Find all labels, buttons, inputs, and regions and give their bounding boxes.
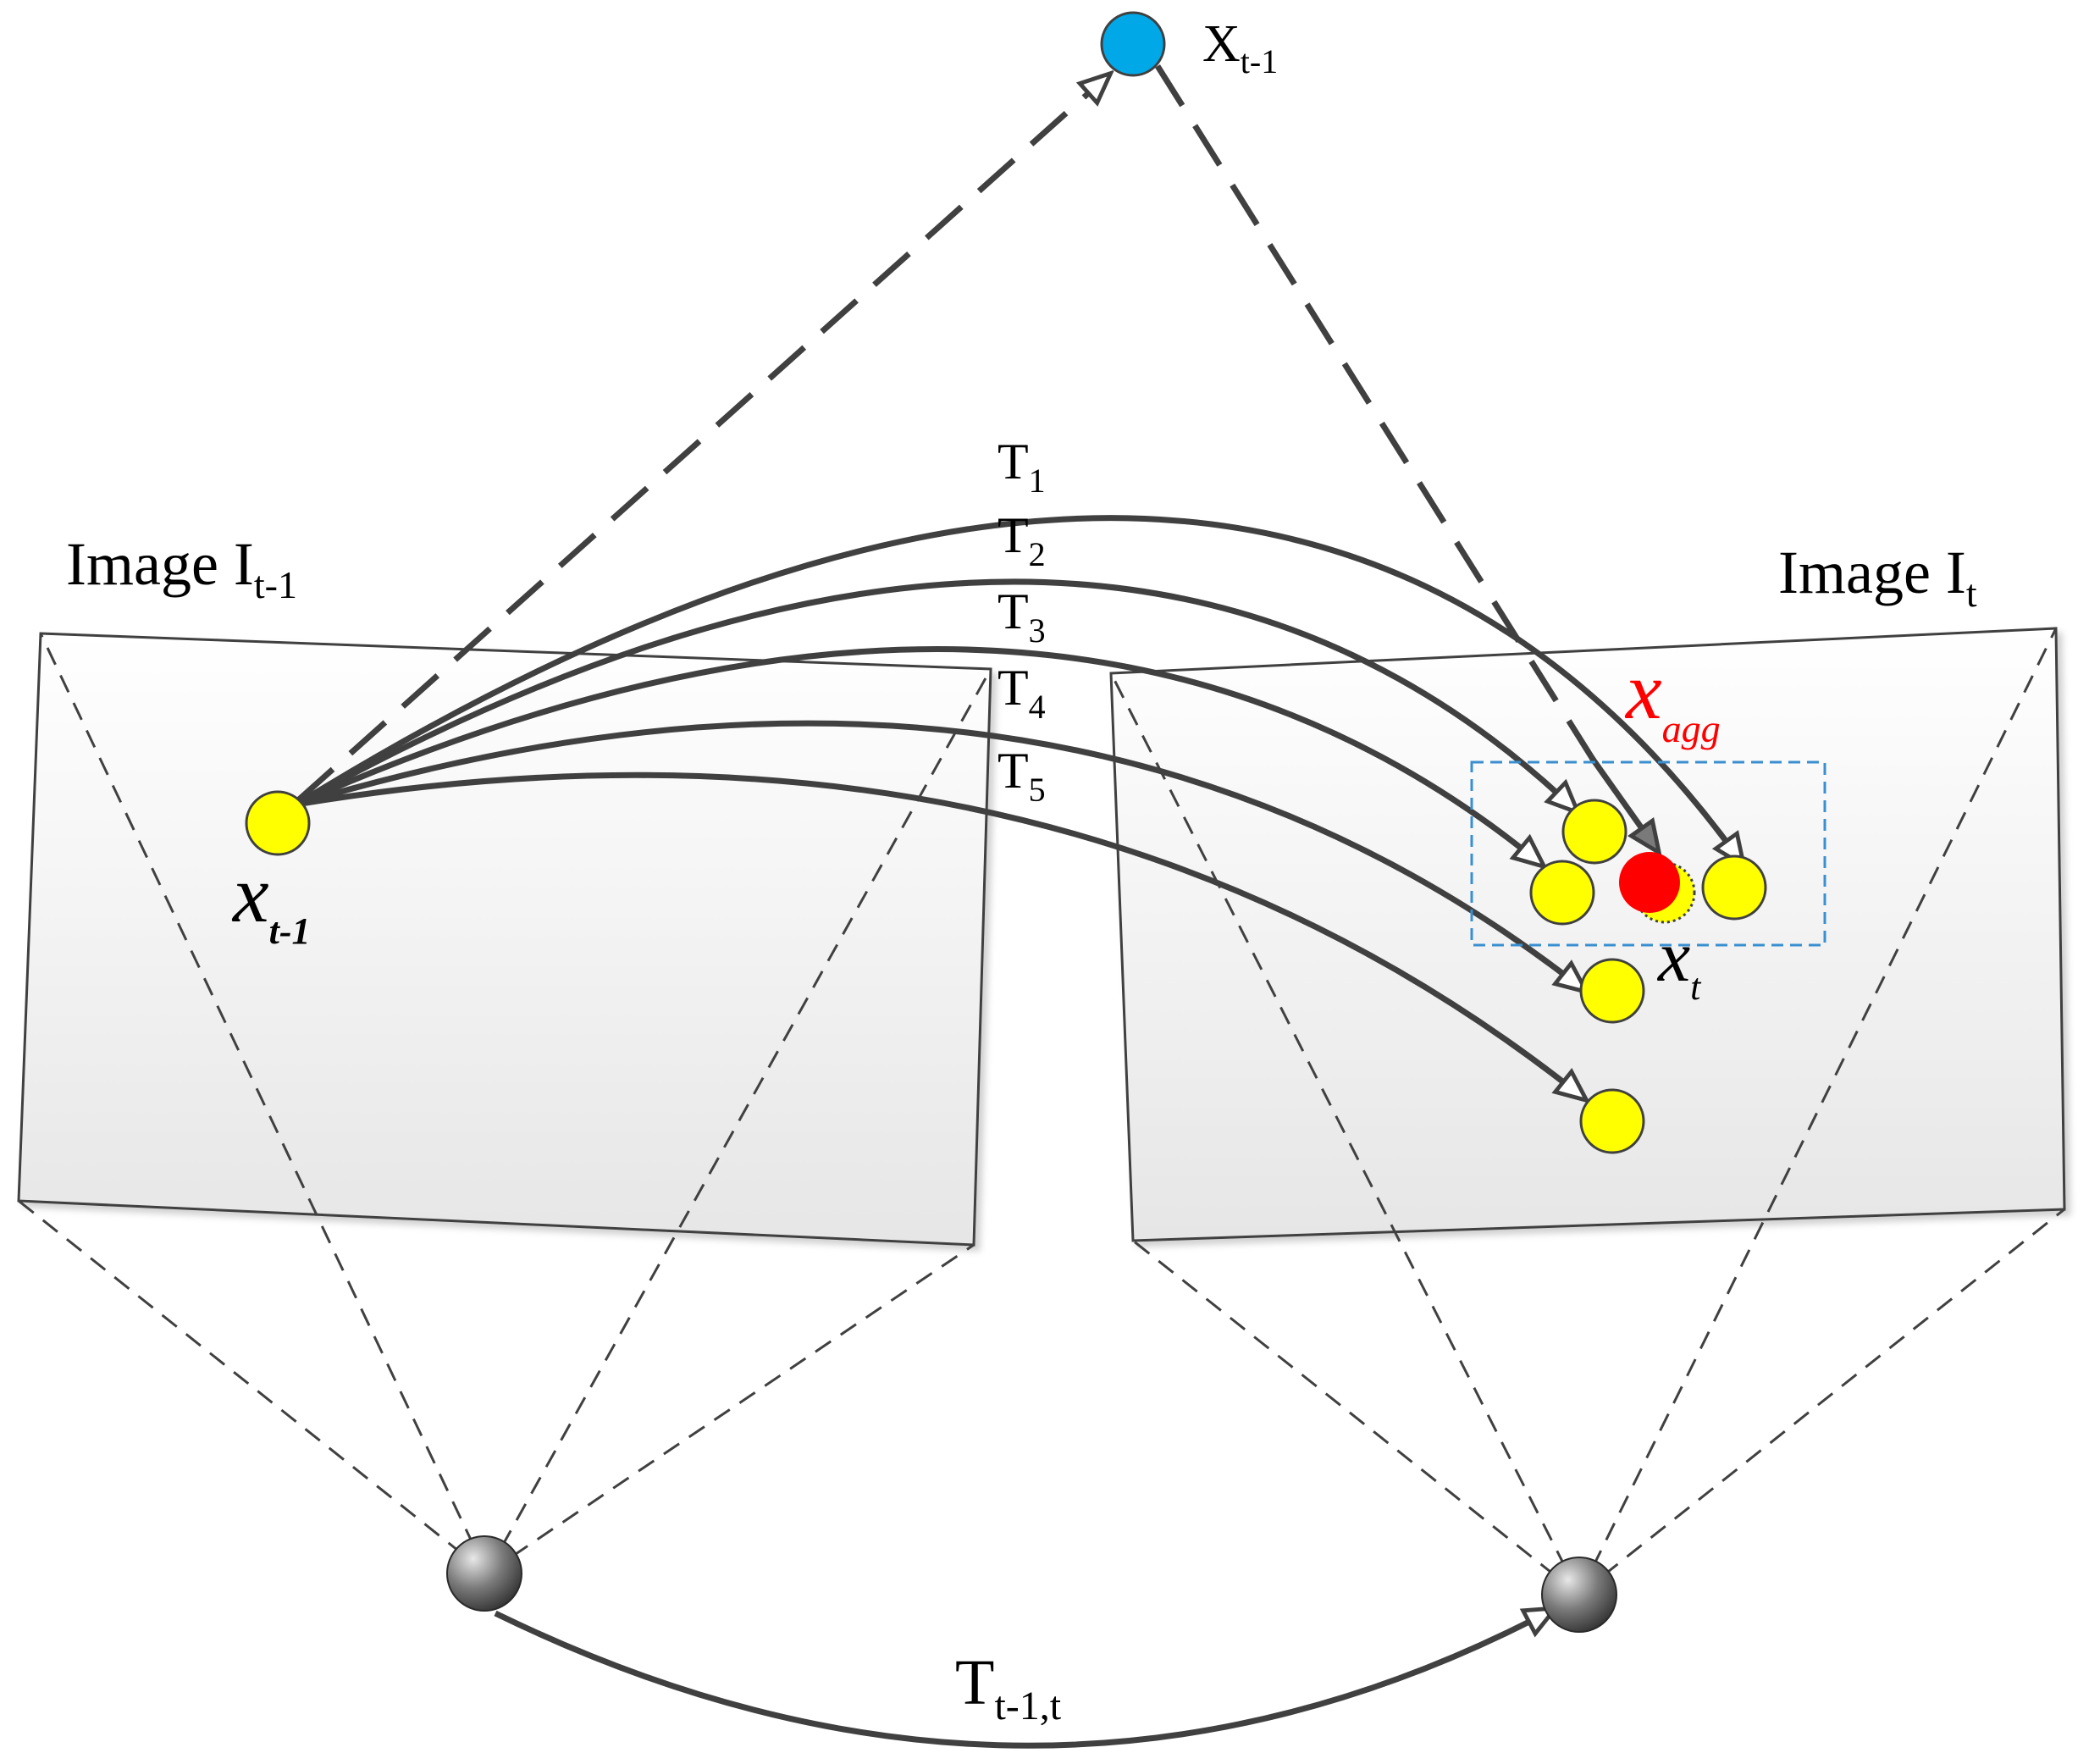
transform-arcs [295,515,1743,1099]
world-point [1100,11,1166,77]
camera-right [1541,1557,1617,1633]
aggregate-point-label: xagg [1624,645,1721,750]
transform-label-1: T1 [998,434,1046,500]
transform-label-3: T3 [998,583,1046,650]
image-left-label: Image It-1 [66,530,297,606]
target-point-5 [1579,1088,1645,1154]
target-point-4 [1579,958,1645,1024]
projection-lines [18,628,2065,1596]
target-point-label: xt [1656,915,1702,1008]
camera-transform-label: Tt-1,t [955,1647,1062,1728]
aggregate-arrow [1589,755,1658,851]
transform-label-2: T2 [998,507,1046,573]
camera-motion-arc [494,1609,1554,1749]
world-point-label: Xt-1 [1202,15,1278,80]
world-point-rays [296,64,1596,803]
image-plane-right [1109,627,2066,1242]
target-point-2 [1561,799,1628,865]
target-point-1 [1701,854,1767,921]
aggregate-point [1619,852,1680,913]
transform-label-4: T4 [998,660,1046,726]
transform-label-5: T5 [998,743,1046,809]
target-point-3 [1529,860,1595,926]
source-point [245,790,311,856]
aggregate-box [1470,760,1826,947]
camera-left [446,1535,522,1612]
source-point-label: xt-1 [231,849,311,952]
image-right-label: Image It [1778,539,1977,615]
